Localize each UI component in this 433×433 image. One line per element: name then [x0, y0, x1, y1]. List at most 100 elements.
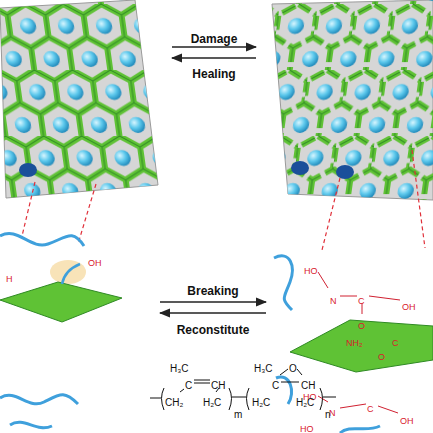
formula-atom: O [289, 363, 297, 374]
label-box: O [289, 358, 297, 376]
zoom-leader [322, 178, 340, 250]
chemical-bond [340, 296, 357, 297]
label-box: CH₂ [165, 392, 183, 410]
repeat-bracket [229, 388, 232, 410]
chemical-group: C [358, 296, 365, 306]
formula-atom: H₃C [170, 363, 189, 374]
label-box: OH [400, 410, 414, 428]
graphene-sheet [290, 320, 433, 372]
formula-atom: C [185, 380, 192, 391]
chemical-group: C [392, 338, 399, 348]
zoom-leader [412, 150, 425, 248]
arrow-label: Breaking [187, 284, 238, 298]
formula-atom: m [234, 409, 242, 420]
chemical-group: HO [304, 266, 318, 276]
formula-atom: H₃C [254, 363, 273, 374]
label-box: O [378, 346, 385, 364]
label-box: N [330, 290, 337, 308]
network-sheet [272, 0, 433, 200]
label-box: Damage [191, 29, 238, 47]
label-box: Reconstitute [177, 320, 250, 338]
repeat-bracket [247, 388, 250, 410]
network-sheet [0, 0, 158, 198]
dark-particle [291, 161, 309, 175]
chemical-bond [318, 272, 328, 288]
chemical-bond [378, 406, 398, 413]
label-box: n [325, 404, 331, 422]
formula-atom: n [325, 409, 331, 420]
label-box: HO [300, 418, 314, 433]
reverse-arrow [172, 57, 256, 59]
label-box: OH [402, 296, 416, 314]
label-box: CH [301, 375, 315, 393]
chain-bond [180, 389, 184, 392]
chemical-group: C [367, 404, 374, 414]
label-box: Healing [192, 64, 235, 82]
double-bond [194, 383, 210, 384]
formula-atom: C [272, 380, 279, 391]
damaged-honeycomb-network [272, 0, 433, 200]
repeat-bracket [162, 388, 165, 410]
label-box: H₃C [170, 358, 189, 376]
graphene-sheet [0, 282, 122, 322]
formula-atom: H₂C [252, 397, 270, 408]
label-box: OH [88, 252, 102, 270]
formula-atom: H₂C [203, 397, 221, 408]
honeycomb-network [0, 0, 158, 198]
label-box: H₂C [296, 392, 314, 410]
label-box: m [234, 404, 242, 422]
epoxide-bond [280, 369, 288, 375]
arrow-label: Reconstitute [177, 323, 250, 337]
label-box: C [358, 290, 365, 308]
polymer-chain [62, 264, 80, 284]
arrow-label: Damage [191, 32, 238, 46]
polymer-chain [340, 426, 380, 433]
chain-bond [150, 398, 161, 399]
chemical-group: H [6, 274, 13, 284]
forward-arrow [160, 301, 266, 303]
dark-particle [336, 165, 354, 179]
formula-atom: CH₂ [165, 397, 183, 408]
epoxide-bond [281, 382, 299, 383]
formula-atom: CH [301, 380, 315, 391]
highlight-spot [50, 260, 86, 284]
label-box: NH₂ [346, 332, 363, 350]
label-box: H₂C [203, 392, 221, 410]
chemical-group: HO [300, 424, 314, 433]
polymer-chain [0, 234, 84, 246]
polymer-chain [10, 422, 52, 427]
label-box: CH [211, 375, 225, 393]
dark-particle [19, 163, 37, 177]
zoom-leader [78, 184, 96, 244]
chemical-group: OH [88, 258, 102, 268]
double-bond [194, 380, 210, 381]
label-box: H [6, 268, 13, 286]
label-box: H₃C [254, 358, 273, 376]
chemical-group: OH [400, 416, 414, 426]
label-box: O [358, 315, 365, 333]
label-box: C [367, 398, 374, 416]
formula-atom: H₂C [296, 397, 314, 408]
polymer-chain [274, 256, 292, 310]
repeat-bracket [320, 388, 323, 410]
label-box: C [392, 332, 399, 350]
forward-arrow [172, 46, 256, 48]
chemical-group: O [378, 352, 385, 362]
chemical-group: OH [402, 302, 416, 312]
label-box: H₂C [252, 392, 270, 410]
chemical-group: NH₂ [346, 338, 363, 348]
chemical-group: N [330, 296, 337, 306]
chemical-group: O [358, 321, 365, 331]
label-box: C [185, 375, 192, 393]
chain-bond [323, 397, 336, 398]
label-box: C [272, 375, 279, 393]
chemical-bond [340, 404, 366, 408]
chain-bond [232, 397, 246, 398]
epoxide-bond [297, 369, 302, 375]
polymer-chain [0, 395, 78, 404]
zoom-leader [22, 182, 35, 236]
arrow-label: Healing [192, 67, 235, 81]
label-box: HO [304, 260, 318, 278]
